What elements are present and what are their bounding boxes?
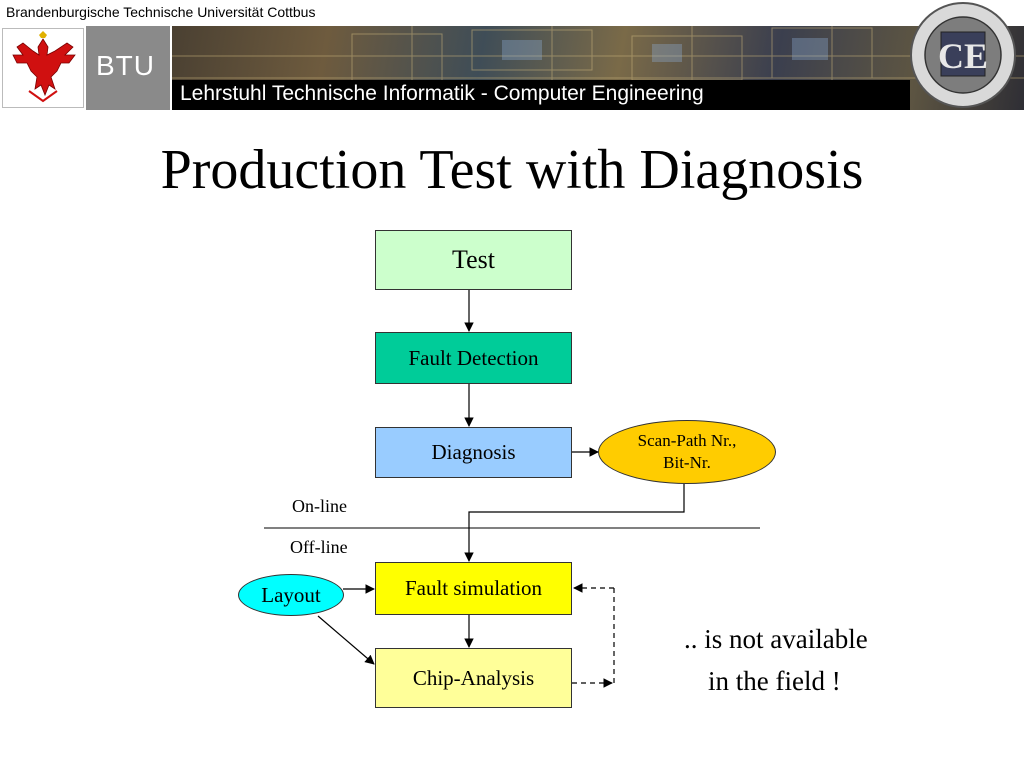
diagnosis-box: Diagnosis xyxy=(375,427,572,478)
arrow-layout-to-chip xyxy=(317,615,375,665)
chip-analysis-box: Chip-Analysis xyxy=(375,648,572,708)
fault-detection-box: Fault Detection xyxy=(375,332,572,384)
ce-logo-mark: CE xyxy=(938,36,988,76)
layout-oval: Layout xyxy=(238,574,344,616)
offline-label: Off-line xyxy=(290,537,348,557)
scan-path-oval: Scan-Path Nr., Bit-Nr. xyxy=(598,420,776,484)
note-line1: .. is not available xyxy=(684,624,868,654)
btu-logo-box xyxy=(86,26,170,110)
btu-logo-text: BTU xyxy=(96,50,155,81)
note-line2: in the field ! xyxy=(708,666,841,696)
scan-path-line2: Bit-Nr. xyxy=(663,453,711,472)
brandenburg-eagle-icon xyxy=(2,28,84,108)
chair-title: Lehrstuhl Technische Informatik - Comput… xyxy=(180,82,704,105)
ce-dept-logo: CE xyxy=(905,0,1023,110)
header-title-bar xyxy=(172,80,910,110)
fault-simulation-box: Fault simulation xyxy=(375,562,572,615)
test-box: Test xyxy=(375,230,572,290)
online-label: On-line xyxy=(292,496,347,516)
university-name: Brandenburgische Technische Universität … xyxy=(6,4,316,20)
slide-title: Production Test with Diagnosis xyxy=(160,139,864,201)
scan-path-line1: Scan-Path Nr., xyxy=(637,431,737,450)
arrow-scanpath-to-faultsim xyxy=(464,484,685,562)
